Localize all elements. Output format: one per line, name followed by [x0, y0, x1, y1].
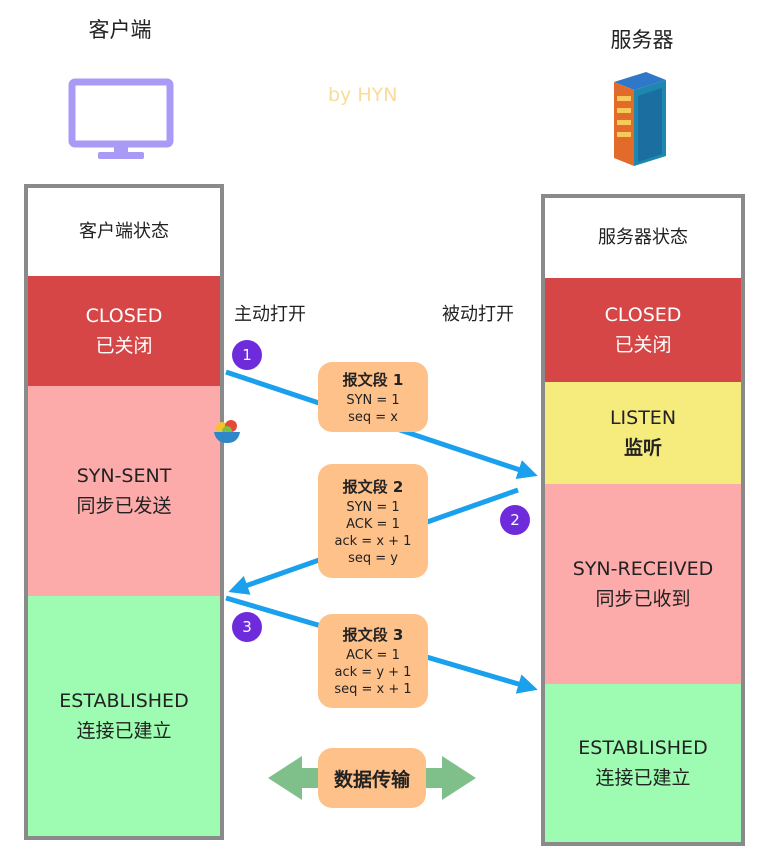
server-state-column: 服务器状态 CLOSED 已关闭 LISTEN 监听 SYN-RECEIVED … — [541, 194, 745, 846]
client-syn-sent-zh: 同步已发送 — [76, 495, 172, 517]
client-closed-en: CLOSED — [85, 305, 163, 327]
server-state-listen: LISTEN 监听 — [545, 382, 741, 484]
segment-1-line: SYN = 1 — [346, 392, 400, 408]
segment-3-line: ACK = 1 — [346, 648, 400, 663]
segment-2-box: 报文段 2 SYN = 1 ACK = 1 ack = x + 1 seq = … — [318, 464, 428, 578]
segment-2-line: ack = x + 1 — [334, 533, 412, 549]
server-state-established: ESTABLISHED 连接已建立 — [545, 684, 741, 842]
segment-3-line: ack = y + 1 — [334, 665, 412, 680]
client-state-header: 客户端状态 — [79, 221, 169, 242]
segment-1-title: 报文段 1 — [342, 370, 404, 389]
server-icon — [606, 66, 672, 170]
segment-3-title: 报文段 3 — [342, 626, 404, 644]
server-state-closed: CLOSED 已关闭 — [545, 278, 741, 382]
segment-2-line: ACK = 1 — [346, 516, 400, 532]
segment-1-box: 报文段 1 SYN = 1 seq = x — [318, 362, 428, 432]
client-state-closed: CLOSED 已关闭 — [28, 276, 220, 386]
client-state-column: 客户端状态 CLOSED 已关闭 SYN-SENT 同步已发送 ESTABLIS… — [24, 184, 224, 840]
segment-2-line: seq = y — [348, 550, 398, 566]
server-state-header: 服务器状态 — [598, 227, 688, 248]
server-closed-zh: 已关闭 — [614, 334, 672, 356]
segment-3-line: seq = x + 1 — [334, 682, 412, 697]
client-title: 客户端 — [88, 18, 152, 42]
server-listen-zh: 监听 — [623, 437, 662, 459]
client-established-en: ESTABLISHED — [59, 690, 189, 712]
server-title: 服务器 — [610, 28, 674, 52]
segment-3-box: 报文段 3 ACK = 1 ack = y + 1 seq = x + 1 — [318, 614, 428, 708]
client-closed-zh: 已关闭 — [95, 335, 153, 357]
server-listen-en: LISTEN — [609, 407, 677, 429]
client-active-open-label: 主动打开 — [234, 304, 306, 325]
server-state-syn-received: SYN-RECEIVED 同步已收到 — [545, 484, 741, 684]
server-closed-en: CLOSED — [604, 304, 682, 326]
segment-1-line: seq = x — [348, 409, 398, 425]
data-transfer-arrow — [268, 756, 476, 800]
step-1-badge: 1 — [232, 340, 262, 370]
segment-2-line: SYN = 1 — [346, 499, 400, 515]
server-established-en: ESTABLISHED — [578, 737, 708, 759]
server-syn-received-en: SYN-RECEIVED — [572, 558, 714, 580]
step-2-badge: 2 — [500, 505, 530, 535]
segment-2-title: 报文段 2 — [342, 477, 404, 496]
server-passive-open-label: 被动打开 — [442, 304, 514, 325]
watermark: by HYN — [328, 84, 398, 106]
client-state-established: ESTABLISHED 连接已建立 — [28, 596, 220, 836]
client-state-syn-sent: SYN-SENT 同步已发送 — [28, 386, 220, 596]
client-syn-sent-en: SYN-SENT — [76, 465, 172, 487]
fruit-bowl-icon — [212, 416, 242, 446]
server-established-zh: 连接已建立 — [595, 767, 691, 789]
monitor-icon — [68, 78, 174, 162]
client-established-zh: 连接已建立 — [76, 720, 172, 742]
data-transfer-box: 数据传输 — [318, 748, 426, 808]
server-syn-received-zh: 同步已收到 — [595, 588, 691, 610]
step-3-badge: 3 — [232, 612, 262, 642]
